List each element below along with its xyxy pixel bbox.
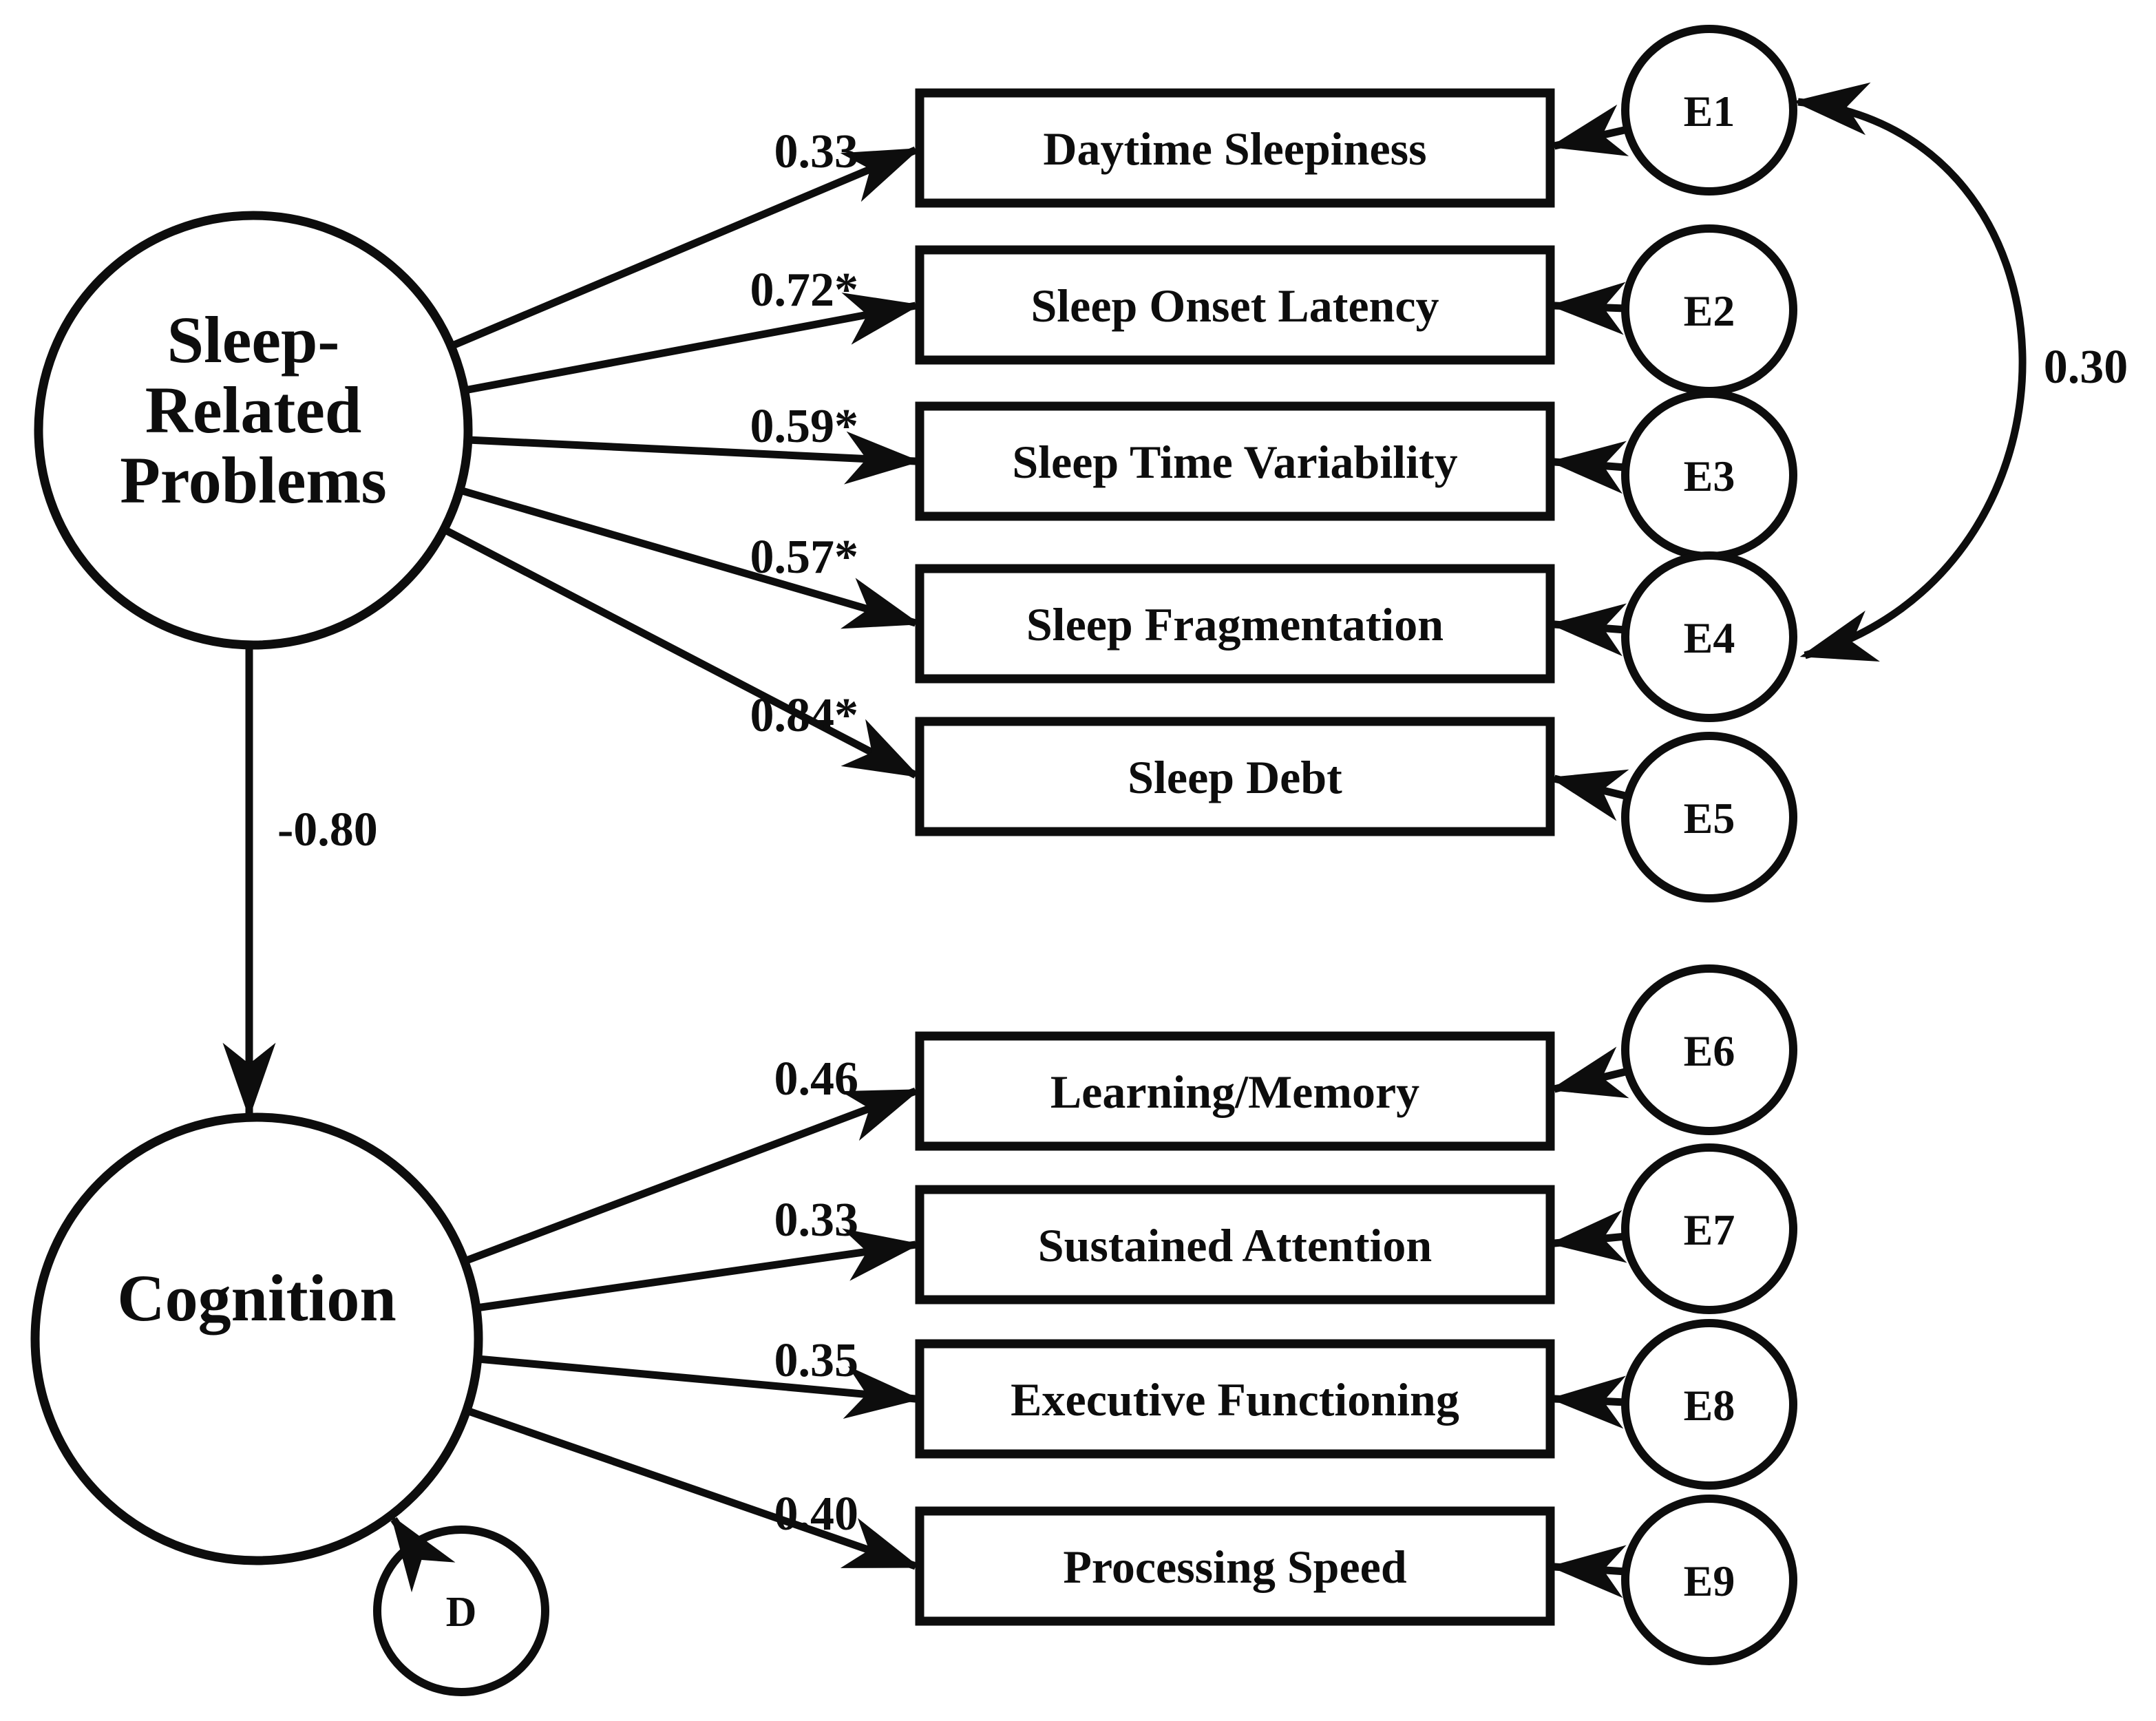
loading-path-sleep-2 bbox=[463, 293, 921, 394]
latent-sleep-circle bbox=[34, 211, 473, 650]
loading-path-cognition-3 bbox=[477, 1355, 921, 1419]
error-path-e2 bbox=[1549, 282, 1626, 335]
latent-sleep-related-problems: Sleep- Related Problems bbox=[34, 211, 473, 650]
cognition-loading-paths: 0.46 0.33 0.35 0.40 bbox=[463, 1053, 921, 1570]
indicator-label-sustained-attention: Sustained Attention bbox=[1038, 1219, 1432, 1271]
error-path-e4 bbox=[1549, 603, 1627, 657]
indicator-box-sustained-attention bbox=[915, 1185, 1555, 1305]
error-path-e6 bbox=[1549, 1046, 1629, 1099]
indicator-label-executive-functioning: Executive Functioning bbox=[1011, 1373, 1459, 1426]
error-path-e3 bbox=[1549, 441, 1627, 494]
indicator-label-sleep-onset-latency: Sleep Onset Latency bbox=[1031, 279, 1439, 332]
indicator-box-processing-speed bbox=[915, 1506, 1555, 1626]
error-label-e1: E1 bbox=[1684, 87, 1735, 136]
cognition-error-terms: E6 E7 E8 E9 bbox=[1549, 964, 1797, 1665]
indicator-label-sleep-time-variability: Sleep Time Variability bbox=[1012, 436, 1457, 488]
structural-coefficient-label: -0.80 bbox=[277, 803, 378, 856]
loading-path-sleep-5 bbox=[442, 526, 920, 779]
indicator-label-sleep-debt: Sleep Debt bbox=[1128, 751, 1342, 803]
error-path-e1 bbox=[1549, 104, 1629, 156]
error-label-e5: E5 bbox=[1684, 794, 1735, 843]
loading-path-cognition-1 bbox=[463, 1087, 921, 1265]
loading-label-cognition-3: 0.35 bbox=[774, 1334, 859, 1387]
error-path-e5 bbox=[1549, 769, 1629, 821]
latent-cognition-circle bbox=[30, 1112, 483, 1565]
loading-label-cognition-2: 0.33 bbox=[774, 1194, 859, 1247]
loading-path-sleep-3 bbox=[467, 431, 921, 485]
error-label-e8: E8 bbox=[1684, 1381, 1735, 1430]
disturbance-path bbox=[390, 1514, 456, 1593]
error-path-e9 bbox=[1549, 1545, 1627, 1598]
indicator-box-sleep-time-variability bbox=[915, 401, 1555, 521]
latent-sleep-label-line-1: Sleep- bbox=[167, 303, 340, 377]
loading-label-cognition-1: 0.46 bbox=[774, 1053, 859, 1106]
error-label-e2: E2 bbox=[1684, 286, 1735, 335]
error-label-e3: E3 bbox=[1684, 452, 1735, 500]
structural-path: -0.80 bbox=[222, 645, 378, 1119]
error-label-e6: E6 bbox=[1684, 1026, 1735, 1075]
latent-cognition-label: Cognition bbox=[117, 1261, 396, 1335]
sleep-loading-paths: 0.33 0.72* 0.59* 0.57* 0.84* bbox=[442, 125, 921, 779]
loading-label-sleep-1: 0.33 bbox=[774, 125, 859, 178]
indicator-label-sleep-fragmentation: Sleep Fragmentation bbox=[1026, 598, 1444, 651]
latent-cognition: Cognition bbox=[30, 1112, 483, 1565]
loading-label-sleep-4: 0.57* bbox=[750, 531, 859, 584]
error-covariance-arc bbox=[1793, 82, 2027, 662]
disturbance-term: D bbox=[373, 1514, 549, 1696]
error-path-e8 bbox=[1549, 1375, 1627, 1429]
error-covariance: 0.30 bbox=[1793, 82, 2128, 662]
latent-sleep-label-line-2: Related bbox=[145, 373, 362, 447]
loading-path-sleep-4 bbox=[458, 486, 921, 629]
indicator-box-executive-functioning bbox=[915, 1339, 1555, 1459]
error-label-e7: E7 bbox=[1684, 1205, 1735, 1254]
indicator-box-sleep-debt bbox=[915, 717, 1555, 836]
error-path-e7 bbox=[1549, 1210, 1627, 1263]
sleep-error-terms: E1 E2 E3 E4 E5 bbox=[1549, 25, 1797, 902]
loading-label-sleep-2: 0.72* bbox=[750, 264, 859, 317]
loading-label-sleep-3: 0.59* bbox=[750, 400, 859, 453]
error-covariance-label: 0.30 bbox=[2044, 341, 2128, 394]
loading-label-sleep-5: 0.84* bbox=[750, 689, 859, 742]
disturbance-label: D bbox=[446, 1589, 477, 1636]
loading-path-sleep-1 bbox=[449, 146, 921, 350]
loading-label-cognition-4: 0.40 bbox=[774, 1488, 859, 1541]
indicator-label-processing-speed: Processing Speed bbox=[1063, 1541, 1406, 1593]
error-label-e9: E9 bbox=[1684, 1556, 1735, 1605]
loading-path-cognition-2 bbox=[476, 1228, 921, 1312]
loading-path-cognition-4 bbox=[465, 1406, 921, 1570]
indicator-label-daytime-sleepiness: Daytime Sleepiness bbox=[1043, 123, 1426, 175]
cognition-indicator-boxes: Learning/Memory Sustained Attention Exec… bbox=[915, 1031, 1555, 1626]
sleep-indicator-boxes: Daytime Sleepiness Sleep Onset Latency S… bbox=[915, 88, 1555, 836]
indicator-box-sleep-fragmentation bbox=[915, 564, 1555, 684]
indicator-label-learning-memory: Learning/Memory bbox=[1050, 1066, 1419, 1118]
latent-sleep-label-line-3: Problems bbox=[120, 443, 387, 517]
indicator-box-daytime-sleepiness bbox=[915, 88, 1555, 208]
indicator-box-learning-memory bbox=[915, 1031, 1555, 1151]
error-label-e4: E4 bbox=[1684, 613, 1735, 662]
